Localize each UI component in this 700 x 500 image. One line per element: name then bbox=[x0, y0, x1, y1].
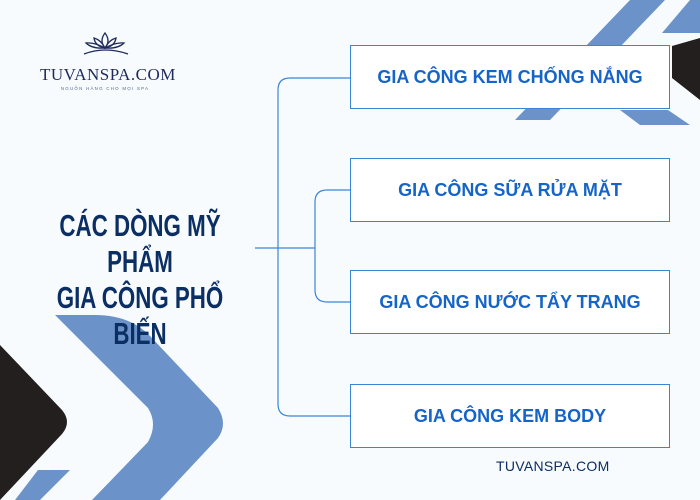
item-label: GIA CÔNG KEM BODY bbox=[413, 405, 607, 426]
page-title: CÁC DÒNG MỸ PHẨM GIA CÔNG PHỔ BIẾN bbox=[0, 208, 280, 352]
item-label: GIA CÔNG KEM CHỐNG NẮNG bbox=[377, 66, 643, 87]
top-right-blue-stripe-small bbox=[662, 0, 700, 33]
bottom-left-dark-chevron bbox=[0, 345, 67, 500]
logo: TUVANSPA.COM NGUỒN HÀNG CHO MỌI SPA bbox=[40, 30, 176, 91]
item-label: GIA CÔNG SỮA RỬA MẶT bbox=[398, 179, 622, 200]
item-box-body-cream: GIA CÔNG KEM BODY bbox=[350, 384, 670, 448]
lotus-icon bbox=[83, 31, 129, 55]
item-label: GIA CÔNG NƯỚC TẨY TRANG bbox=[379, 291, 641, 312]
top-right-dark-shape bbox=[672, 38, 700, 100]
bottom-left-blue-chevron bbox=[55, 315, 223, 500]
logo-name: TUVANSPA.COM bbox=[40, 65, 176, 84]
title-line-1: CÁC DÒNG MỸ PHẨM bbox=[59, 208, 221, 279]
footer-website: TUVANSPA.COM bbox=[496, 458, 610, 474]
bottom-left-blue-piece bbox=[15, 470, 70, 500]
item-box-cleanser: GIA CÔNG SỮA RỬA MẶT bbox=[350, 158, 670, 222]
logo-tagline: NGUỒN HÀNG CHO MỌI SPA bbox=[60, 86, 150, 91]
top-right-blue-base bbox=[620, 110, 690, 125]
item-box-sunscreen: GIA CÔNG KEM CHỐNG NẮNG bbox=[350, 45, 670, 109]
connector-lines bbox=[255, 77, 350, 417]
title-line-2: GIA CÔNG PHỔ BIẾN bbox=[56, 280, 224, 351]
item-box-micellar-water: GIA CÔNG NƯỚC TẨY TRANG bbox=[350, 270, 670, 334]
